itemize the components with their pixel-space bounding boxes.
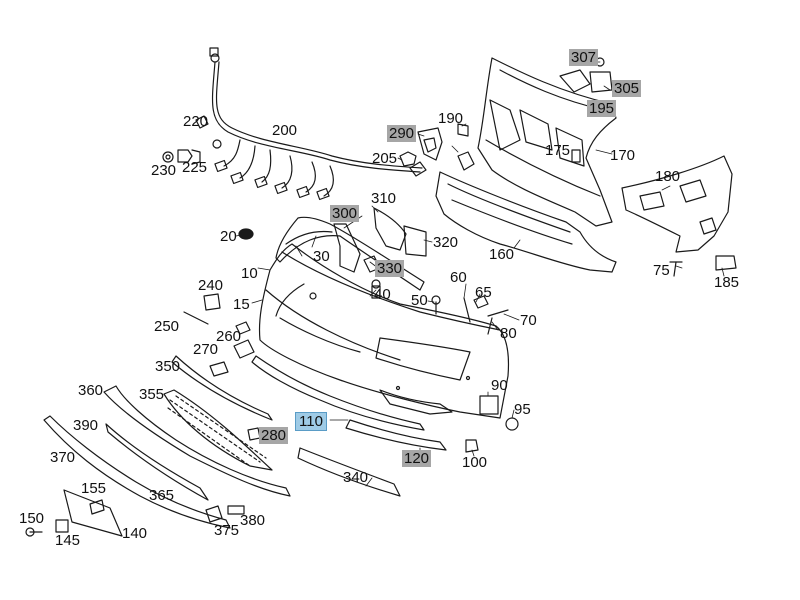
part-label-365: 365 [149, 487, 175, 504]
bumper-cover [258, 243, 510, 419]
part-label-370: 370 [50, 449, 76, 466]
mounting-brackets [333, 207, 427, 273]
trim-strips [43, 355, 291, 529]
part-label-100: 100 [462, 454, 488, 471]
part-label-280: 280 [259, 427, 289, 444]
part-label-70: 70 [520, 312, 537, 329]
part-label-305: 305 [612, 80, 642, 97]
part-label-20: 20 [220, 228, 237, 245]
part-label-80: 80 [500, 325, 517, 342]
part-label-220: 220 [183, 113, 209, 130]
part-label-40: 40 [374, 286, 391, 303]
part-label-60: 60 [450, 269, 467, 286]
part-label-330: 330 [375, 260, 405, 277]
leader-lines [235, 61, 725, 487]
part-label-195: 195 [587, 100, 617, 117]
part-label-90: 90 [491, 377, 508, 394]
part-label-230: 230 [151, 162, 177, 179]
part-label-200: 200 [272, 122, 298, 139]
side-bracket-180 [621, 155, 737, 277]
part-label-65: 65 [475, 284, 492, 301]
part-label-155: 155 [81, 480, 107, 497]
small-fasteners [25, 228, 261, 537]
lower-spoilers [251, 355, 447, 497]
part-label-380: 380 [240, 512, 266, 529]
impact-absorber-160 [435, 151, 617, 273]
part-label-320: 320 [433, 234, 459, 251]
part-label-175: 175 [545, 142, 571, 159]
part-label-300: 300 [330, 205, 360, 222]
part-label-75: 75 [653, 262, 670, 279]
part-label-360: 360 [78, 382, 104, 399]
part-label-340: 340 [343, 469, 369, 486]
wiring-harness-200 [209, 47, 427, 201]
part-label-260: 260 [216, 328, 242, 345]
lower-grille-355 [163, 389, 273, 471]
part-label-355: 355 [139, 386, 165, 403]
part-label-250: 250 [154, 318, 180, 335]
part-label-95: 95 [514, 401, 531, 418]
small-fasteners-right [371, 149, 581, 453]
parking-sensors [162, 115, 222, 165]
part-label-110: 110 [295, 412, 327, 431]
part-label-30: 30 [313, 248, 330, 265]
part-label-150: 150 [19, 510, 45, 527]
part-label-205: 205 [372, 150, 398, 167]
part-label-225: 225 [182, 159, 208, 176]
part-label-180: 180 [655, 168, 681, 185]
part-label-310: 310 [371, 190, 397, 207]
part-label-50: 50 [411, 292, 428, 309]
part-label-140: 140 [122, 525, 148, 542]
part-label-15: 15 [233, 296, 250, 313]
part-label-145: 145 [55, 532, 81, 549]
brackets-left-upper [399, 123, 469, 167]
part-label-350: 350 [155, 358, 181, 375]
part-label-390: 390 [73, 417, 99, 434]
part-label-240: 240 [198, 277, 224, 294]
part-label-290: 290 [387, 125, 417, 142]
part-label-160: 160 [489, 246, 515, 263]
part-label-120: 120 [402, 450, 432, 467]
part-label-10: 10 [241, 265, 258, 282]
part-label-190: 190 [438, 110, 464, 127]
part-label-170: 170 [610, 147, 636, 164]
part-label-270: 270 [193, 341, 219, 358]
part-label-185: 185 [714, 274, 740, 291]
part-label-307: 307 [569, 49, 599, 66]
part-label-375: 375 [214, 522, 240, 539]
